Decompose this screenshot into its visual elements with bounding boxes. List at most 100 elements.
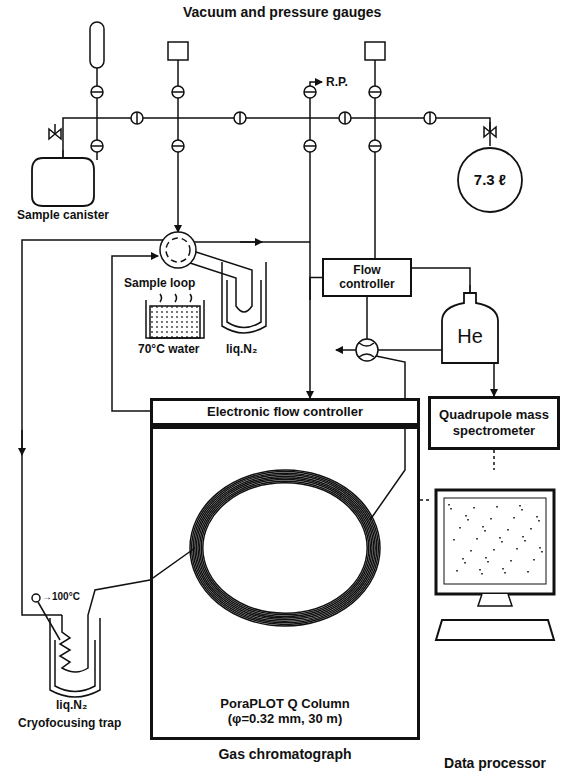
stroke (527, 571, 529, 573)
stroke (513, 517, 515, 519)
keyboard (436, 620, 554, 640)
stroke (539, 547, 541, 549)
instrument-box: PoraPLOT Q Column (φ=0.32 mm, 30 m) Gas c… (150, 426, 420, 763)
stroke (507, 529, 509, 531)
node-label: Data processor (444, 755, 546, 772)
connector (493, 450, 495, 470)
stroke (462, 558, 464, 560)
stroke (519, 505, 521, 507)
water-bath (150, 306, 200, 338)
stroke (467, 519, 469, 521)
connector (412, 268, 470, 285)
stroke (490, 518, 492, 520)
stroke (484, 530, 486, 532)
stroke (459, 527, 461, 529)
part-label: liq.N₂ (56, 698, 87, 712)
node-label: He (457, 324, 483, 348)
stroke (487, 561, 489, 563)
stroke (496, 506, 498, 508)
heading-label: Vacuum and pressure gauges (183, 4, 381, 21)
stopcock (369, 86, 381, 98)
stroke (200, 480, 371, 617)
stroke (481, 573, 483, 575)
stroke (198, 478, 372, 618)
four-port-valve (356, 339, 378, 361)
stroke (172, 145, 184, 147)
stroke (369, 91, 381, 93)
stroke (470, 550, 472, 552)
instrument-heading: Gas chromatograph (150, 746, 420, 763)
stopcock (234, 112, 246, 124)
stopcock (304, 140, 316, 152)
stroke (499, 537, 501, 539)
connector (420, 499, 432, 501)
stroke (521, 509, 523, 511)
dewar (222, 262, 266, 333)
stroke (429, 112, 431, 124)
stopcock (369, 140, 381, 152)
monitor (436, 490, 554, 594)
stroke (465, 515, 467, 517)
stroke (450, 508, 452, 510)
part-label: liq.N₂ (226, 342, 257, 356)
node-label: Electronic flow controller (207, 404, 363, 420)
gauge-box (168, 42, 188, 60)
node-label: 7.3 ℓ (474, 171, 506, 189)
stroke (344, 112, 346, 124)
stroke (510, 560, 512, 562)
stroke (91, 91, 103, 93)
stroke (91, 145, 103, 147)
stopcock (172, 140, 184, 152)
stroke (541, 551, 543, 553)
stroke (464, 562, 466, 564)
canister-shape (28, 150, 98, 208)
stroke (504, 572, 506, 574)
stroke (304, 145, 316, 147)
gauge-tube (90, 22, 104, 68)
stroke (522, 536, 524, 538)
process-box: Flow controller (322, 258, 412, 297)
process-box: Quadrupole mass spectrometer (428, 396, 560, 450)
stopcock (91, 86, 103, 98)
part-label: 70°C water (138, 342, 200, 356)
stroke (456, 570, 458, 572)
stroke (516, 548, 518, 550)
stroke (489, 122, 491, 132)
stroke (533, 559, 535, 561)
node-label: Sample canister (8, 208, 118, 222)
stroke (453, 539, 455, 541)
column-coil (190, 470, 380, 626)
stopcock (91, 140, 103, 152)
stroke (476, 538, 478, 540)
stroke (369, 145, 381, 147)
stroke (196, 476, 373, 619)
stroke (193, 473, 377, 623)
process-box: Electronic flow controller (150, 398, 420, 426)
connector (310, 277, 322, 398)
node-label: Flow controller (328, 263, 406, 292)
computer: Data processor (432, 470, 558, 772)
flask: 7.3 ℓ (456, 146, 524, 214)
stroke (485, 557, 487, 559)
monitor-drawing (432, 470, 558, 650)
part-label: Cryofocusing trap (18, 716, 121, 730)
stroke (190, 470, 380, 626)
stroke (304, 91, 316, 93)
stopcock (339, 112, 351, 124)
stroke (524, 540, 526, 542)
stroke (530, 528, 532, 530)
stroke (482, 526, 484, 528)
stroke (448, 504, 450, 506)
six-port-valve (160, 232, 196, 268)
stopcock (304, 86, 316, 98)
stroke (444, 498, 546, 584)
gas-cylinder: He (440, 285, 500, 365)
stopcock (131, 112, 143, 124)
stroke (478, 594, 512, 606)
stroke (538, 520, 540, 522)
stroke (501, 541, 503, 543)
column-label: PoraPLOT Q Column (φ=0.32 mm, 30 m) (205, 696, 365, 727)
